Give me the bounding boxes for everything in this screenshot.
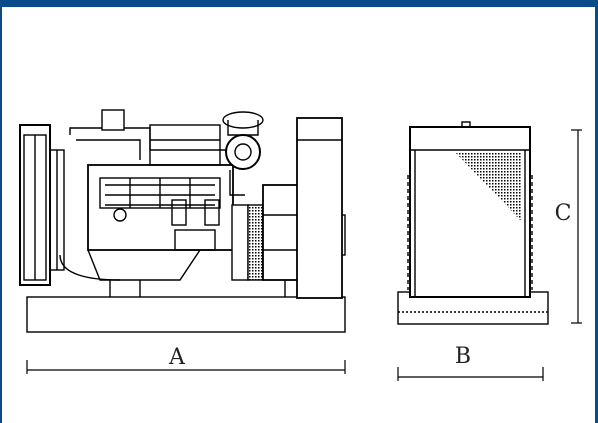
right-border [595, 7, 598, 423]
left-border [0, 7, 2, 423]
dimension-a-line [26, 360, 346, 374]
dimension-a-label: A [168, 345, 186, 370]
flywheel-housing [231, 204, 249, 281]
dimension-b-line [397, 367, 544, 381]
dimension-c-line [571, 129, 582, 324]
dimension-c-label: C [555, 201, 572, 226]
control-panel [296, 117, 343, 299]
header-bar [0, 0, 598, 7]
dimension-b-label: B [455, 344, 471, 369]
end-view [397, 121, 549, 325]
air-filter [225, 134, 261, 170]
base-skid [26, 296, 346, 333]
side-view [19, 109, 346, 333]
radiator-core-hatch [455, 152, 522, 222]
